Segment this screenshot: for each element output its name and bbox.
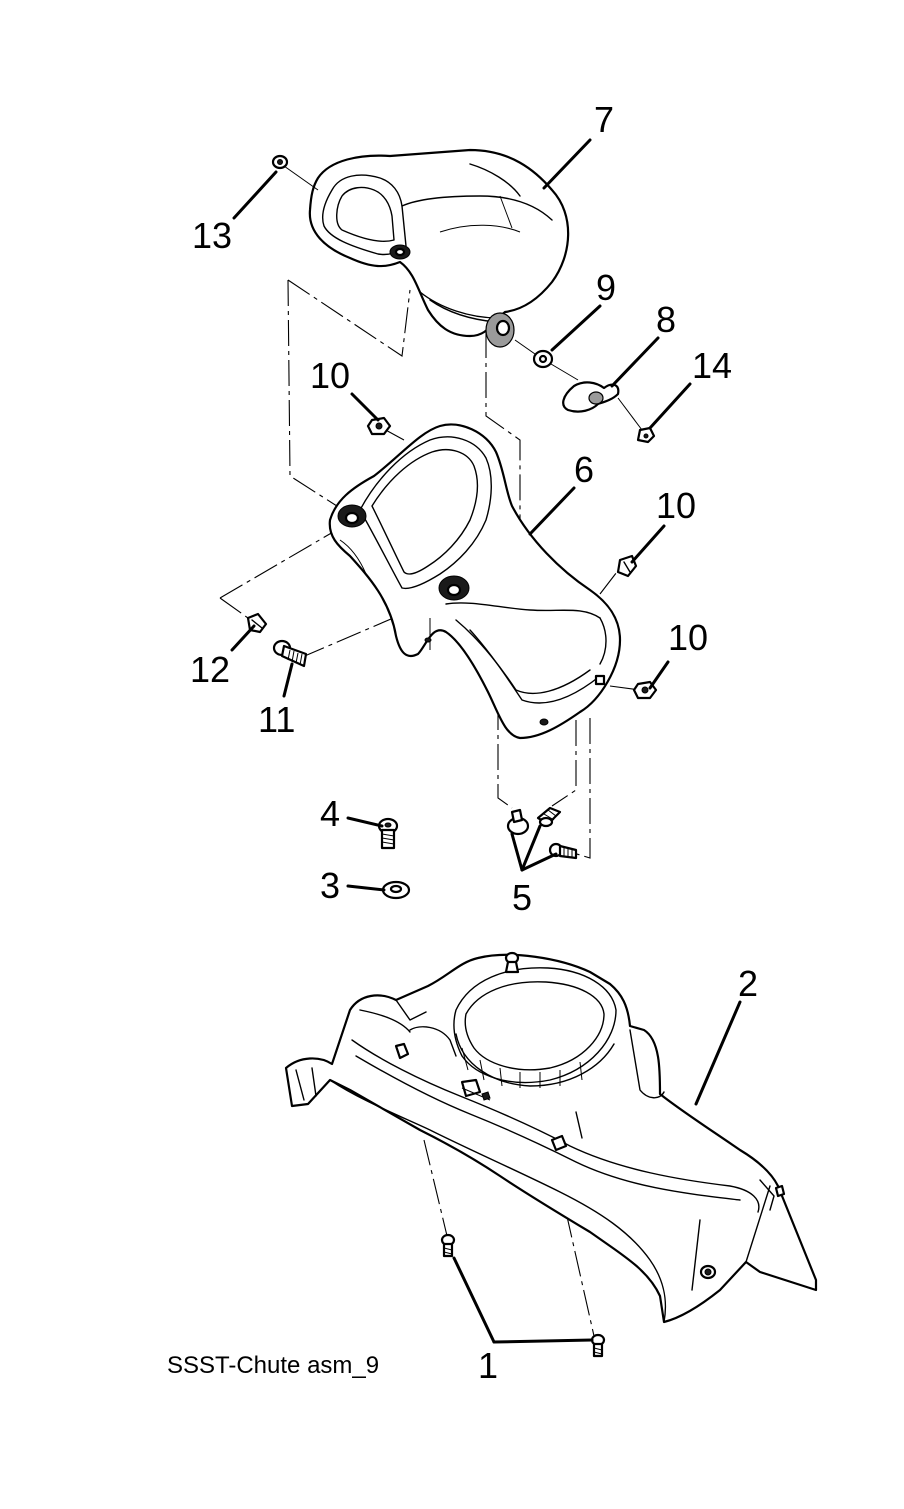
callout-13: 13 xyxy=(192,215,232,256)
callout-2: 2 xyxy=(738,963,758,1004)
part-10-nut-top xyxy=(366,416,392,436)
part-7-upper-deflector xyxy=(308,148,570,348)
part-11-bolt xyxy=(272,639,308,668)
part-13-screw xyxy=(271,154,319,191)
callout-7: 7 xyxy=(594,99,614,140)
callout-labels: 13 7 9 8 14 10 6 10 10 12 11 4 3 5 2 1 xyxy=(190,99,758,1386)
part-3-washer xyxy=(381,880,411,900)
assembly-lines xyxy=(219,279,641,1337)
callout-3: 3 xyxy=(320,865,340,906)
callout-9: 9 xyxy=(596,267,616,308)
part-8-wing-knob xyxy=(562,381,643,431)
part-2-chute-base xyxy=(284,951,818,1324)
callout-6: 6 xyxy=(574,449,594,490)
callout-14: 14 xyxy=(692,345,732,386)
callout-4: 4 xyxy=(320,793,340,834)
callout-1: 1 xyxy=(478,1345,498,1386)
callout-8: 8 xyxy=(656,299,676,340)
callout-10-middle: 10 xyxy=(656,485,696,526)
callout-10-top: 10 xyxy=(310,355,350,396)
part-6-lower-deflector xyxy=(328,423,622,740)
callout-10-lower: 10 xyxy=(668,617,708,658)
callout-leaders xyxy=(230,138,742,1344)
diagram-caption: SSST-Chute asm_9 xyxy=(167,1352,380,1379)
part-9-washer xyxy=(514,339,579,381)
part-14-nut xyxy=(636,426,656,444)
callout-5: 5 xyxy=(512,877,532,918)
callout-11: 11 xyxy=(258,699,295,740)
part-1-screws xyxy=(440,1233,606,1358)
part-4-bolt xyxy=(377,817,399,850)
callout-12: 12 xyxy=(190,649,230,690)
part-5-fasteners xyxy=(506,806,578,860)
